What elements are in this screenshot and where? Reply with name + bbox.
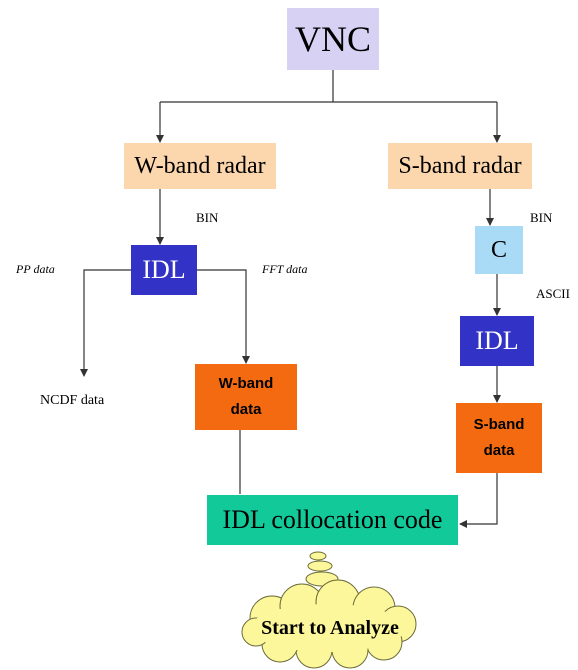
c-box: C	[475, 226, 523, 274]
start-to-analyze-label: Start to Analyze	[261, 617, 399, 639]
collocation-box: IDL collocation code	[207, 495, 458, 545]
collocation-label: IDL collocation code	[222, 505, 443, 534]
sband-data-label-line1: S-band	[473, 416, 525, 433]
sband-radar-box: S-band radar	[388, 143, 532, 189]
fft-data-label: FFT data	[262, 262, 308, 276]
idl-wband-box: IDL	[131, 245, 197, 295]
arrow-idl-to-wband-data	[197, 269, 250, 364]
vnc-label: VNC	[294, 19, 371, 59]
vnc-box: VNC	[287, 8, 379, 70]
c-label: C	[490, 236, 507, 263]
bin-label-sband: BIN	[530, 210, 553, 225]
arrow-sband-data-to-collocation	[459, 473, 498, 528]
idl-wband-label: IDL	[142, 255, 186, 284]
sband-data-label-line2: data	[483, 442, 515, 459]
sband-radar-label: S-band radar	[398, 152, 522, 179]
wband-data-box: W-band data	[195, 364, 297, 430]
arrow-idl-to-ncdf	[80, 269, 131, 377]
ascii-label: ASCII	[536, 286, 570, 301]
wband-data-label-line1: W-band	[218, 375, 274, 392]
sband-data-box: S-band data	[456, 403, 542, 473]
cloud-shape-icon	[241, 551, 417, 669]
bin-label-wband: BIN	[196, 210, 219, 225]
ncdf-data-label: NCDF data	[40, 393, 105, 408]
wband-data-label-line2: data	[230, 401, 262, 418]
start-cloud: Start to Analyze	[210, 550, 450, 670]
idl-sband-box: IDL	[460, 316, 534, 366]
pp-data-label: PP data	[16, 262, 55, 276]
wband-radar-box: W-band radar	[124, 143, 276, 189]
idl-sband-label: IDL	[475, 326, 519, 355]
wband-radar-label: W-band radar	[134, 152, 266, 179]
